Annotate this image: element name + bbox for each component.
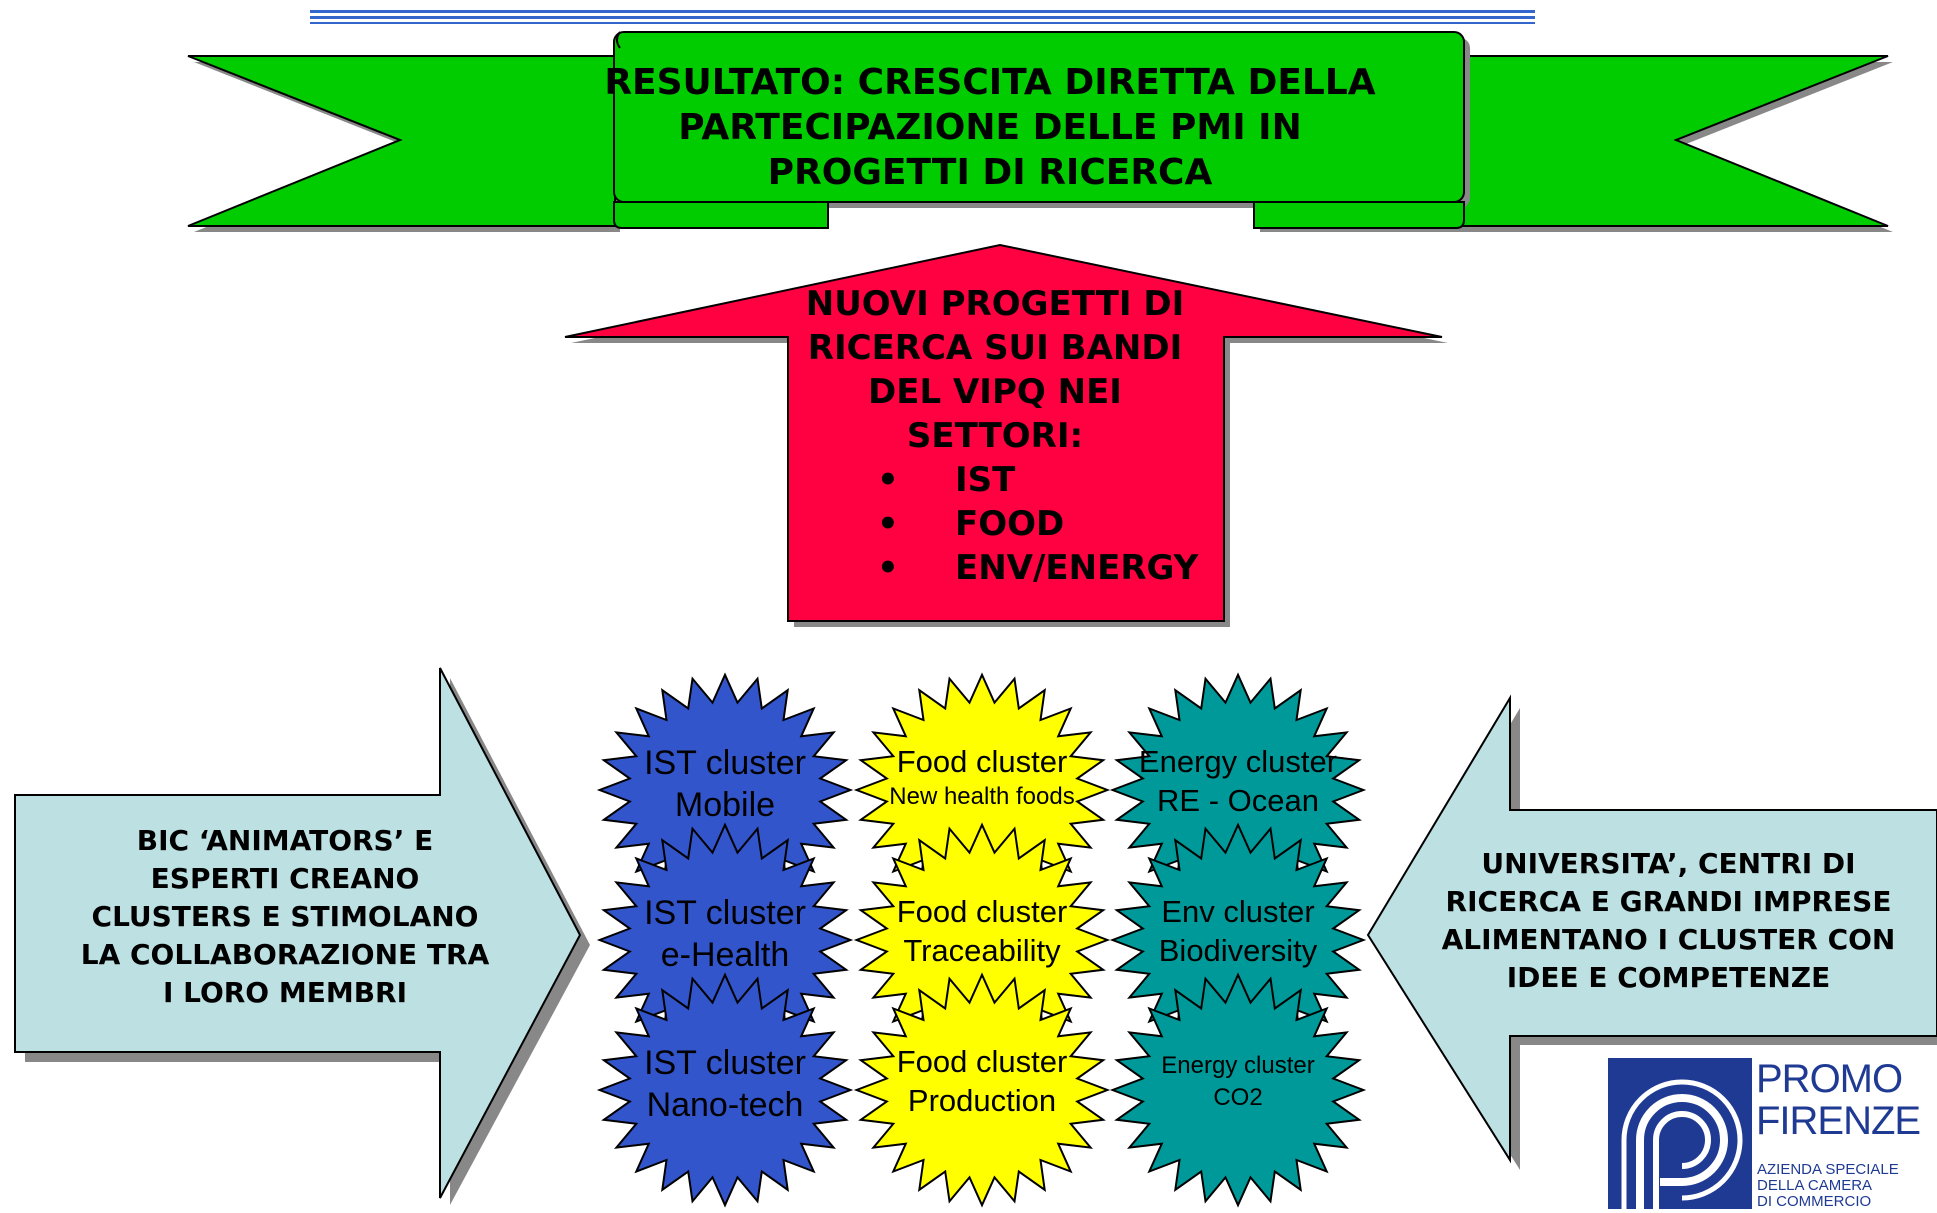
bullet-icon: • [877,460,899,500]
right-arrow-shape [1366,694,1937,1164]
cluster-subtitle: e-Health [660,936,790,974]
sector-label: ENV/ENERGY [955,548,1199,588]
right-arrow-line: UNIVERSITA’, CENTRI DI [1481,847,1856,880]
cluster-subtitle: RE - Ocean [1157,783,1319,818]
left-arrow-text: BIC ‘ANIMATORS’ E ESPERTI CREANO CLUSTER… [25,822,545,1012]
cluster-label: Energy cluster RE - Ocean [1118,742,1358,820]
cluster-title: Env cluster [1161,894,1315,929]
banner-fold-right [1253,201,1465,229]
left-arrow [14,667,590,1205]
up-arrow-line: RICERCA SUI BANDI [807,328,1183,368]
cluster-label: IST cluster e-Health [605,892,845,976]
cluster-title: Food cluster [896,894,1068,929]
cluster-title: IST cluster [644,744,806,782]
bullet-icon: • [877,548,899,588]
banner-body [613,31,1465,203]
cluster-subtitle: Traceability [903,933,1061,968]
left-arrow-line: LA COLLABORAZIONE TRA [80,938,490,971]
right-arrow-line: IDEE E COMPETENZE [1506,961,1831,994]
clusters [596,672,1367,1208]
left-arrow-shape [14,667,582,1199]
up-arrow-text: NUOVI PROGETTI DI RICERCA SUI BANDI DEL … [785,282,1205,590]
cluster-subtitle: Biodiversity [1158,933,1318,968]
banner-title: RESULTATO: CRESCITA DIRETTA DELLA PARTEC… [560,60,1420,195]
left-arrow-line: I LORO MEMBRI [162,976,408,1009]
sector-label: IST [955,460,1016,500]
right-arrow-line: ALIMENTANO I CLUSTER CON [1441,923,1896,956]
result-banner [187,31,1893,232]
logo-name: PROMO FIRENZE [1756,1057,1921,1143]
logo-tag-line: DELLA CAMERA [1757,1177,1873,1194]
sector-item: • FOOD [877,502,1205,546]
cluster-title: Food cluster [896,1044,1068,1079]
logo-name-line: FIRENZE [1756,1099,1921,1143]
up-arrow-line: DEL VIPQ NEI [868,372,1122,412]
sector-label: FOOD [955,504,1065,544]
top-rule [310,10,1535,24]
sector-item: • IST [877,458,1205,502]
left-arrow-line: BIC ‘ANIMATORS’ E [136,824,434,857]
cluster-title: IST cluster [644,894,806,932]
promo-firenze-logo [1608,1058,1752,1209]
cluster-subtitle: Nano-tech [646,1086,804,1124]
logo-tag-line: DI COMMERCIO [1757,1193,1872,1210]
cluster-title: Energy cluster [1161,1052,1315,1079]
cluster-starburst-icon [1109,972,1367,1208]
cluster-subtitle: New health foods [889,783,1075,810]
up-arrow-line: SETTORI: [906,416,1084,456]
logo-tagline: AZIENDA SPECIALE DELLA CAMERA DI COMMERC… [1757,1162,1899,1209]
right-arrow [1366,694,1937,1170]
left-arrow-line: ESPERTI CREANO [150,862,420,895]
cluster-starburst-icon [853,972,1111,1208]
cluster-starburst-icon [596,972,854,1208]
sector-list: • IST • FOOD • ENV/ENERGY [785,458,1205,590]
cluster-subtitle: Mobile [674,786,776,824]
cluster-subtitle: CO2 [1213,1084,1263,1111]
cluster-title: IST cluster [644,1044,806,1082]
banner-fold-left [613,201,829,229]
up-arrow-shape [564,243,1443,622]
left-arrow-line: CLUSTERS E STIMOLANO [91,900,479,933]
sector-item: • ENV/ENERGY [877,546,1205,590]
cluster-title: Energy cluster [1138,744,1338,779]
banner-curl-top [616,31,621,49]
logo-name-line: PROMO [1756,1057,1903,1101]
banner-left-tail [187,55,616,227]
right-arrow-text: UNIVERSITA’, CENTRI DI RICERCA E GRANDI … [1400,845,1937,997]
logo-rings [1621,1079,1743,1209]
cluster-title: Food cluster [896,744,1068,779]
logo-tag-line: AZIENDA SPECIALE [1757,1162,1899,1178]
bullet-icon: • [877,504,899,544]
banner-line: PARTECIPAZIONE DELLE PMI IN [678,107,1302,148]
up-arrow-line: NUOVI PROGETTI DI [805,284,1185,324]
banner-line: RESULTATO: CRESCITA DIRETTA DELLA [604,62,1376,103]
right-arrow-line: RICERCA E GRANDI IMPRESE [1445,885,1892,918]
up-arrow [564,243,1448,627]
cluster-subtitle: Production [907,1083,1057,1118]
banner-line: PROGETTI DI RICERCA [767,152,1213,193]
